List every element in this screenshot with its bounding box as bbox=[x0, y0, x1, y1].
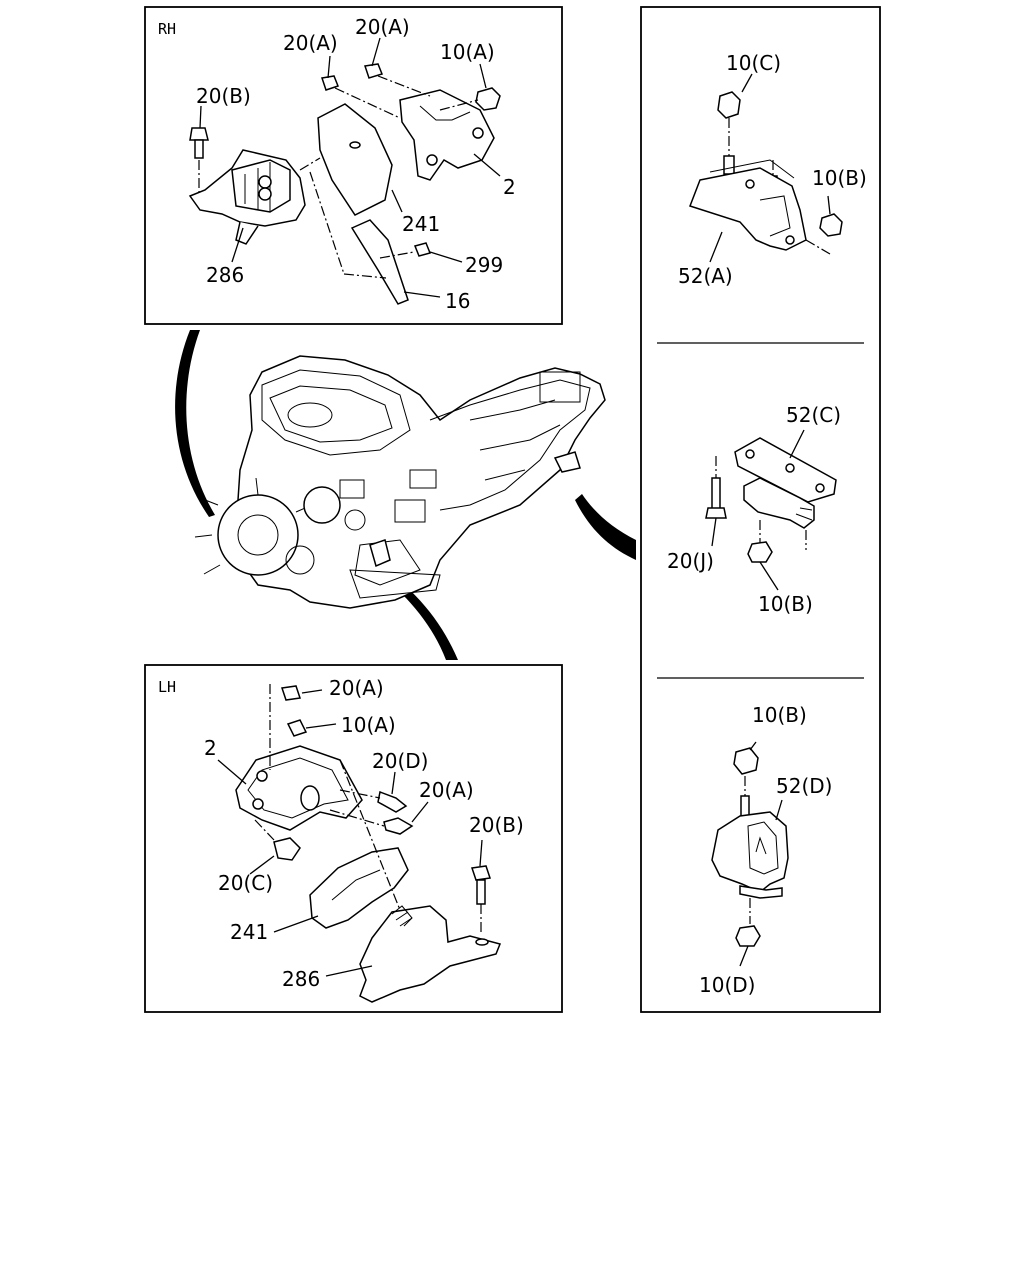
callout-r3-10b: 10(B) bbox=[752, 703, 807, 727]
rh-mount-assembly-drawing bbox=[188, 37, 501, 305]
engine-transmission-drawing bbox=[175, 330, 636, 660]
callout-r2-52c: 52(C) bbox=[786, 403, 841, 427]
rh-panel-tag: RH bbox=[158, 20, 176, 38]
callout-rh-286: 286 bbox=[206, 263, 244, 287]
callout-rh-16: 16 bbox=[445, 289, 470, 313]
callout-r3-10d: 10(D) bbox=[699, 973, 755, 997]
callout-lh-286: 286 bbox=[282, 967, 320, 991]
callout-rh-20a-2: 20(A) bbox=[355, 15, 410, 39]
callout-rh-2: 2 bbox=[503, 175, 516, 199]
mount-52a-drawing bbox=[689, 73, 843, 263]
callout-r1-10b: 10(B) bbox=[812, 166, 867, 190]
callout-r3-52d: 52(D) bbox=[776, 774, 832, 798]
callout-lh-20b: 20(B) bbox=[469, 813, 524, 837]
lh-mount-assembly-drawing bbox=[217, 684, 502, 1003]
callout-r1-10c: 10(C) bbox=[726, 51, 781, 75]
callout-rh-299: 299 bbox=[465, 253, 503, 277]
mount-52d-drawing bbox=[711, 741, 789, 967]
callout-rh-241: 241 bbox=[402, 212, 440, 236]
right-column-frame bbox=[640, 6, 881, 1013]
rh-panel-frame bbox=[144, 6, 563, 325]
callout-rh-20b: 20(B) bbox=[196, 84, 251, 108]
callout-rh-20a-1: 20(A) bbox=[283, 31, 338, 55]
callout-lh-20a-1: 20(A) bbox=[329, 676, 384, 700]
lh-panel-frame bbox=[144, 664, 563, 1013]
mount-52c-drawing bbox=[705, 429, 837, 591]
callout-r2-20j: 20(J) bbox=[667, 549, 714, 573]
callout-r2-10b: 10(B) bbox=[758, 592, 813, 616]
callout-lh-20c: 20(C) bbox=[218, 871, 273, 895]
callout-lh-20a-2: 20(A) bbox=[419, 778, 474, 802]
callout-lh-2: 2 bbox=[204, 736, 217, 760]
callout-lh-10a: 10(A) bbox=[341, 713, 396, 737]
callout-lh-241: 241 bbox=[230, 920, 268, 944]
callout-rh-10a: 10(A) bbox=[440, 40, 495, 64]
callout-lh-20d: 20(D) bbox=[372, 749, 428, 773]
lh-panel-tag: LH bbox=[158, 678, 176, 696]
callout-r1-52a: 52(A) bbox=[678, 264, 733, 288]
